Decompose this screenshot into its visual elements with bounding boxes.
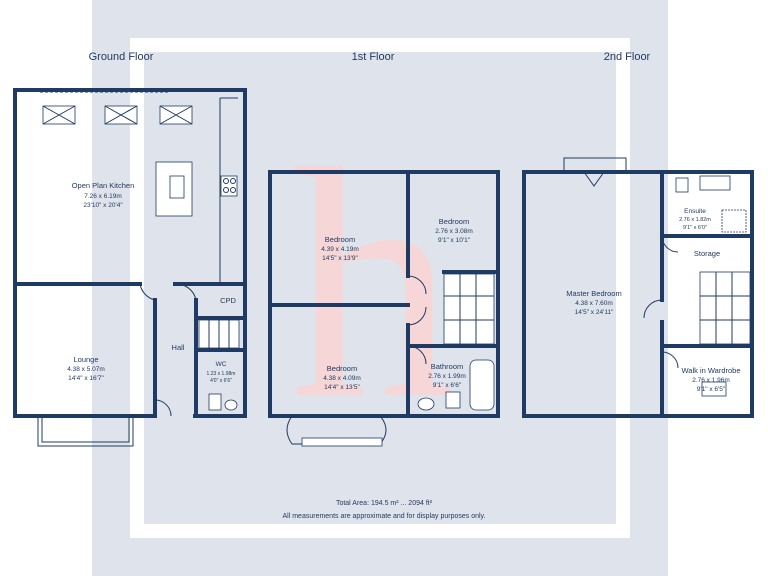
bed2-name: Bedroom xyxy=(439,217,469,226)
walkin-imperial: 9'1" x 6'5" xyxy=(697,386,726,393)
bed3-imperial: 14'4" x 13'5" xyxy=(324,384,360,391)
bed3-name: Bedroom xyxy=(327,364,357,373)
lounge-name: Lounge xyxy=(73,355,98,364)
lounge-imperial: 14'4" x 16'7" xyxy=(68,375,104,382)
first-floor-plan xyxy=(268,170,500,447)
kitchen-imperial: 23'10" x 20'4" xyxy=(83,202,123,209)
master-metric: 4.38 x 7.60m xyxy=(575,300,613,307)
wc-metric: 1.23 x 1.98m xyxy=(207,371,236,377)
ensuite-imperial: 9'1" x 6'0" xyxy=(683,225,707,231)
bathroom-imperial: 9'1" x 6'6" xyxy=(433,382,462,389)
disclaimer: All measurements are approximate and for… xyxy=(283,513,486,520)
bathroom-name: Bathroom xyxy=(431,362,464,371)
bed2-metric: 2.76 x 3.08m xyxy=(435,228,473,235)
ground-floor-plan xyxy=(13,88,247,447)
bed3-metric: 4.38 x 4.09m xyxy=(323,375,361,382)
master-name: Master Bedroom xyxy=(566,289,621,298)
bed1-metric: 4.39 x 4.19m xyxy=(321,246,359,253)
walkin-metric: 2.76 x 1.96m xyxy=(692,377,730,384)
ensuite-name: Ensuite xyxy=(684,208,706,215)
kitchen-name: Open Plan Kitchen xyxy=(72,181,135,190)
master-imperial: 14'5" x 24'11" xyxy=(575,309,614,316)
lounge-metric: 4.38 x 5.07m xyxy=(67,366,105,373)
storage-name: Storage xyxy=(694,249,720,258)
cpd-name: CPD xyxy=(220,296,236,305)
ensuite-metric: 2.76 x 1.82m xyxy=(679,217,711,223)
second-floor-plan xyxy=(522,157,754,418)
hall-name: Hall xyxy=(172,343,185,352)
kitchen-metric: 7.26 x 6.19m xyxy=(84,193,122,200)
floor-title-second: 2nd Floor xyxy=(604,51,651,63)
wc-imperial: 4'0" x 6'6" xyxy=(210,378,232,384)
total-area: Total Area: 194.5 m² ... 2094 ft² xyxy=(336,500,433,507)
walkin-name: Walk in Wardrobe xyxy=(681,366,740,375)
bed1-imperial: 14'5" x 13'9" xyxy=(322,255,358,262)
floor-title-ground: Ground Floor xyxy=(89,51,154,63)
watermark: h xyxy=(92,0,668,576)
floor-title-first: 1st Floor xyxy=(352,51,395,63)
bathroom-metric: 2.76 x 1.99m xyxy=(428,373,466,380)
watermark-logo: h xyxy=(290,102,455,467)
bed2-imperial: 9'1" x 10'1" xyxy=(438,237,471,244)
wc-name: WC xyxy=(216,361,227,368)
bed1-name: Bedroom xyxy=(325,235,355,244)
